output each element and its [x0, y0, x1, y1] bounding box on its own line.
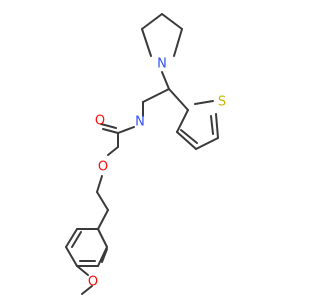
- carbonyl-double-bond: [100, 123, 117, 129]
- ether-oxygen-label: O: [98, 160, 108, 175]
- thiophene-ring: [168, 88, 219, 150]
- benzene-ring: [65, 175, 109, 267]
- chemical-structure-diagram: N N O O O S: [65, 13, 226, 295]
- methoxy-group: [76, 265, 93, 295]
- thiophene-sulfur-label: S: [218, 95, 226, 110]
- pyrrolidine-nitrogen-label: N: [157, 57, 167, 72]
- methoxy-oxygen-label: O: [88, 275, 98, 290]
- pyrrolidine-ring: [141, 13, 183, 57]
- amide-nitrogen-label: N: [135, 115, 145, 130]
- backbone-chain: [102, 71, 170, 156]
- carbonyl-oxygen-label: O: [95, 114, 105, 129]
